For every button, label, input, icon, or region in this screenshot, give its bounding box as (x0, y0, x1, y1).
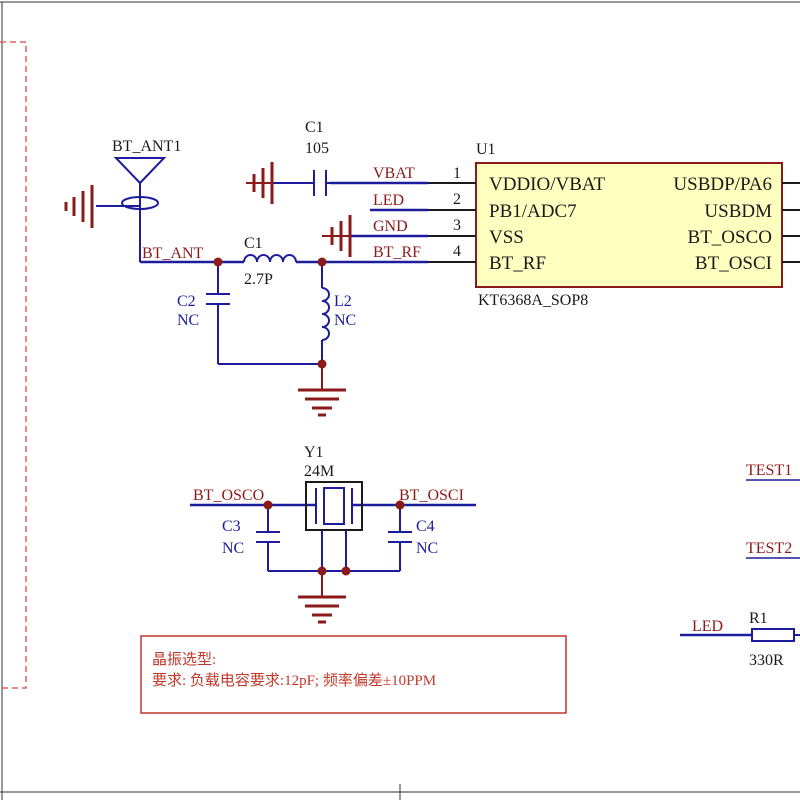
left-dashed-region (0, 41, 27, 689)
net-gnd[interactable]: GND (350, 218, 428, 238)
pin-name-usbdm: USBDM (704, 201, 772, 222)
net-led[interactable]: LED (370, 192, 428, 212)
test1-label: TEST1 (746, 462, 792, 479)
c1-decoupling-capacitor[interactable]: C1 105 (272, 119, 334, 196)
r1-resistor[interactable]: LED R1 330R (680, 610, 800, 669)
c1-series-ref: C1 (244, 235, 263, 252)
test-point-1[interactable]: TEST1 (746, 462, 800, 481)
c1-series-value: 2.7P (244, 271, 273, 288)
pin-name-vss: VSS (489, 227, 524, 248)
u1-chip[interactable]: U1 KT6368A_SOP8 1 2 3 4 VDDIO/VBAT PB1/A… (428, 141, 800, 309)
c2-ref: C2 (177, 293, 196, 310)
ground-symbol-gnd (322, 215, 352, 257)
junction-osc-4 (341, 566, 351, 576)
crystal-y1[interactable]: Y1 24M BT_OSCO BT_OSCI (190, 444, 476, 571)
note-line-2: 要求: 负载电容要求:12pF; 频率偏差±10PPM (152, 672, 436, 689)
net-label-bt-osci: BT_OSCI (399, 487, 464, 504)
pin-name-pb1: PB1/ADC7 (489, 201, 577, 222)
y1-value: 24M (304, 463, 334, 480)
pin-name-bt-osci: BT_OSCI (695, 253, 772, 274)
junction-osc-3 (317, 566, 327, 576)
pin-number-3: 3 (453, 217, 461, 234)
pin-name-bt-osco: BT_OSCO (688, 227, 772, 248)
net-label-led: LED (373, 192, 404, 209)
net-label-gnd: GND (373, 218, 408, 235)
pin-name-usbdp: USBDP/PA6 (673, 174, 772, 195)
pin-number-4: 4 (453, 243, 461, 260)
c4-capacitor[interactable]: C4 NC (388, 505, 438, 571)
c3-ref: C3 (222, 518, 241, 535)
ground-symbol-antenna (64, 185, 94, 228)
antenna-net-label: BT_ANT (142, 245, 204, 262)
antenna-ref: BT_ANT1 (112, 138, 181, 155)
crystal-ground-rail (268, 570, 400, 624)
c4-value: NC (416, 540, 438, 557)
c2-value: NC (177, 312, 199, 329)
c4-ref: C4 (416, 518, 435, 535)
note-line-1: 晶振选型: (152, 651, 216, 668)
u1-ref: U1 (476, 141, 496, 158)
c1-decoupling-value: 105 (305, 140, 329, 157)
junction-osc-2 (395, 500, 405, 510)
r1-value: 330R (749, 652, 784, 669)
net-label-vbat: VBAT (373, 165, 415, 182)
test-point-2[interactable]: TEST2 (746, 540, 800, 559)
junction-rf-1 (213, 257, 223, 267)
test2-label: TEST2 (746, 540, 792, 557)
pin-number-2: 2 (453, 191, 461, 208)
u1-body[interactable] (475, 162, 783, 288)
l2-inductor[interactable]: L2 NC (321, 262, 356, 364)
net-label-bt-rf: BT_RF (373, 244, 421, 261)
ground-symbol-vbat (246, 162, 274, 204)
pin-name-vddio: VDDIO/VBAT (489, 174, 606, 195)
y1-ref: Y1 (304, 444, 324, 461)
junction-osc-1 (263, 500, 273, 510)
net-label-bt-osco: BT_OSCO (193, 487, 264, 504)
bt-antenna[interactable]: BT_ANT1 BT_ANT (96, 138, 204, 262)
junction-rf-2 (317, 257, 327, 267)
net-vbat[interactable]: VBAT (330, 165, 428, 185)
pin-name-bt-rf: BT_RF (489, 253, 546, 274)
crystal-note-box: 晶振选型: 要求: 负载电容要求:12pF; 频率偏差±10PPM (140, 635, 567, 714)
l2-value: NC (334, 312, 356, 329)
junction-rf-3 (317, 359, 327, 369)
r1-net-label: LED (692, 618, 723, 635)
r1-ref: R1 (749, 610, 768, 627)
u1-part: KT6368A_SOP8 (478, 292, 588, 309)
l2-ref: L2 (334, 293, 352, 310)
c1-decoupling-ref: C1 (305, 119, 324, 136)
pin-number-1: 1 (453, 165, 461, 182)
c1-series-element[interactable]: C1 2.7P (243, 235, 297, 288)
c2-capacitor[interactable]: C2 NC (177, 262, 230, 364)
c3-capacitor[interactable]: C3 NC (222, 505, 280, 571)
rf-ground-rail (218, 363, 346, 417)
c3-value: NC (222, 540, 244, 557)
